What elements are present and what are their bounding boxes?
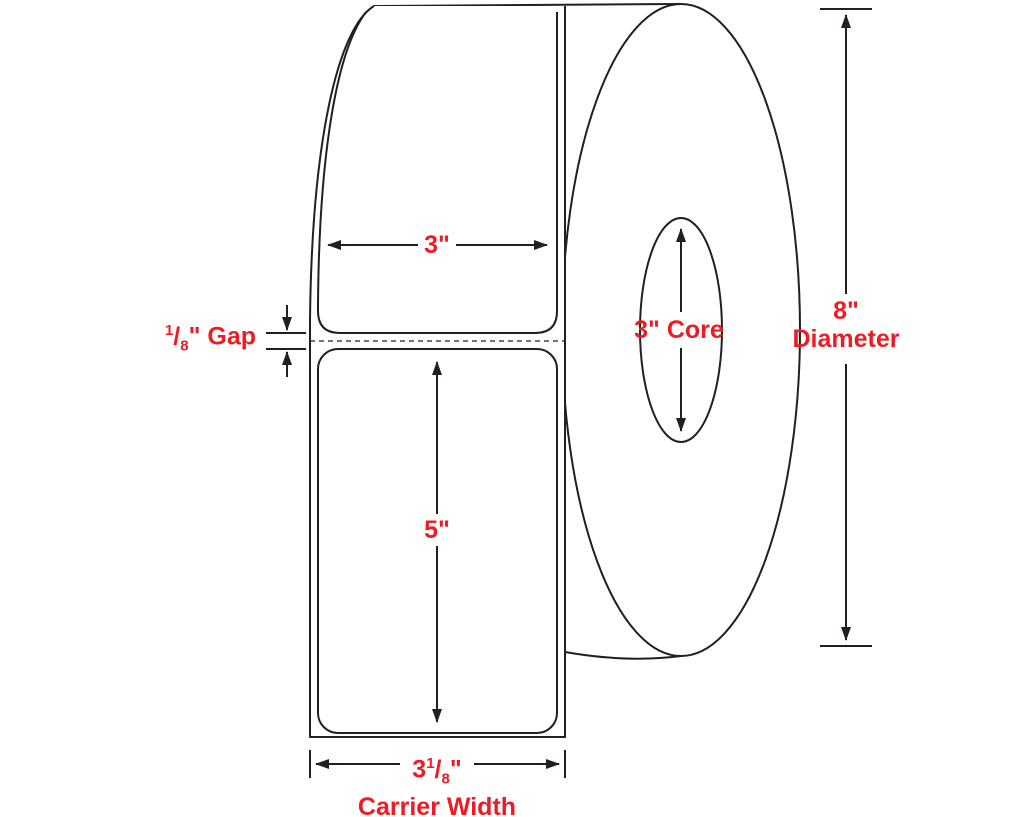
carrier-width-caption: Carrier Width [357, 793, 517, 817]
carrier-fraction-numerator: 1 [426, 755, 435, 772]
roll-body [373, 3, 682, 660]
lower-label-outline [317, 348, 558, 734]
core-ellipse [639, 217, 723, 443]
carrier-width-dimension-label: 31/8" Carrier Width [357, 750, 517, 817]
carrier-width-value: 31/8" [357, 750, 517, 793]
gap-dimension-label: 1/8" Gap [138, 317, 256, 354]
carrier-fraction-denominator: 8 [441, 770, 450, 788]
gap-fraction-numerator: 1 [164, 322, 174, 339]
gap-suffix: " Gap [188, 322, 256, 351]
upper-label-outline [317, 11, 558, 334]
label-height-dimension: 5" [424, 516, 450, 544]
roll-top-edge-line [373, 3, 682, 7]
diameter-dimension-label: 8" Diameter [785, 297, 907, 353]
label-width-dimension: 3" [424, 231, 450, 259]
carrier-fraction-slash: / [434, 755, 442, 784]
roll-bottom-edge-curve [564, 651, 682, 660]
diameter-word: Diameter [792, 325, 900, 353]
carrier-whole: 3 [412, 755, 427, 784]
gap-fraction-slash: / [173, 322, 181, 351]
gap-fraction-denominator: 8 [180, 337, 189, 355]
diameter-value: 8" [833, 297, 859, 325]
dimension-annotations [266, 8, 872, 778]
core-dimension-label: 3" Core [634, 316, 724, 344]
carrier-suffix: " [449, 755, 462, 784]
